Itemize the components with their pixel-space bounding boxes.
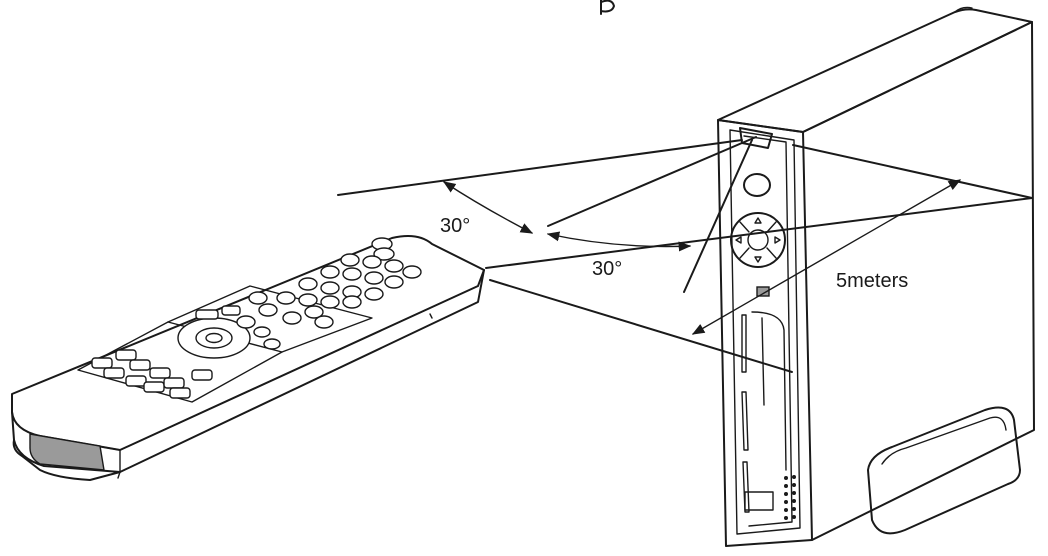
angle-label-left: 30°	[440, 215, 470, 237]
remote-buttons	[91, 237, 422, 399]
device-stand	[867, 406, 1021, 535]
speaker-grille	[784, 475, 796, 520]
distance-dimension-line	[691, 179, 962, 335]
clipped-heading-fragment	[600, 0, 615, 15]
front-nav-pad	[730, 212, 786, 268]
angle-arc-right	[546, 231, 692, 252]
remote-control-illustration	[11, 235, 485, 481]
angle-label-right: 30°	[592, 258, 622, 280]
power-button	[743, 173, 771, 197]
angle-arc-left	[442, 181, 534, 234]
remote-dpad	[177, 317, 251, 359]
signal-angle-lines	[337, 136, 1033, 373]
distance-label: 5meters	[836, 270, 908, 292]
